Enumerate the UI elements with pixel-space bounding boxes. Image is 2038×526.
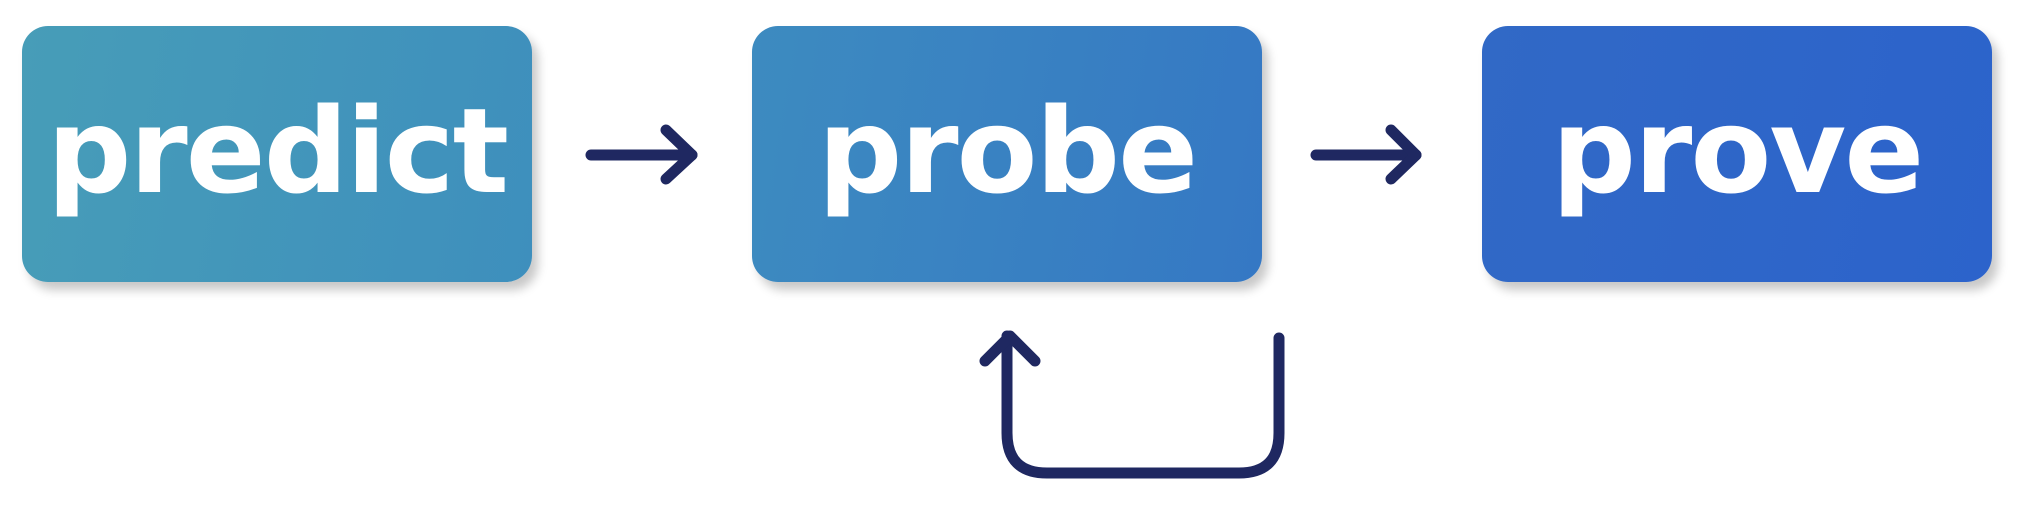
loop-arrow-probe [979,330,1285,479]
prove-box: prove [1482,26,1992,282]
predict-box: predict [22,26,532,282]
arrow-predict-to-probe [585,124,698,185]
probe-label: probe [817,82,1198,220]
arrow-probe-to-prove [1310,124,1422,185]
prove-label: prove [1551,82,1925,220]
probe-box: probe [752,26,1262,282]
predict-label: predict [47,82,509,220]
